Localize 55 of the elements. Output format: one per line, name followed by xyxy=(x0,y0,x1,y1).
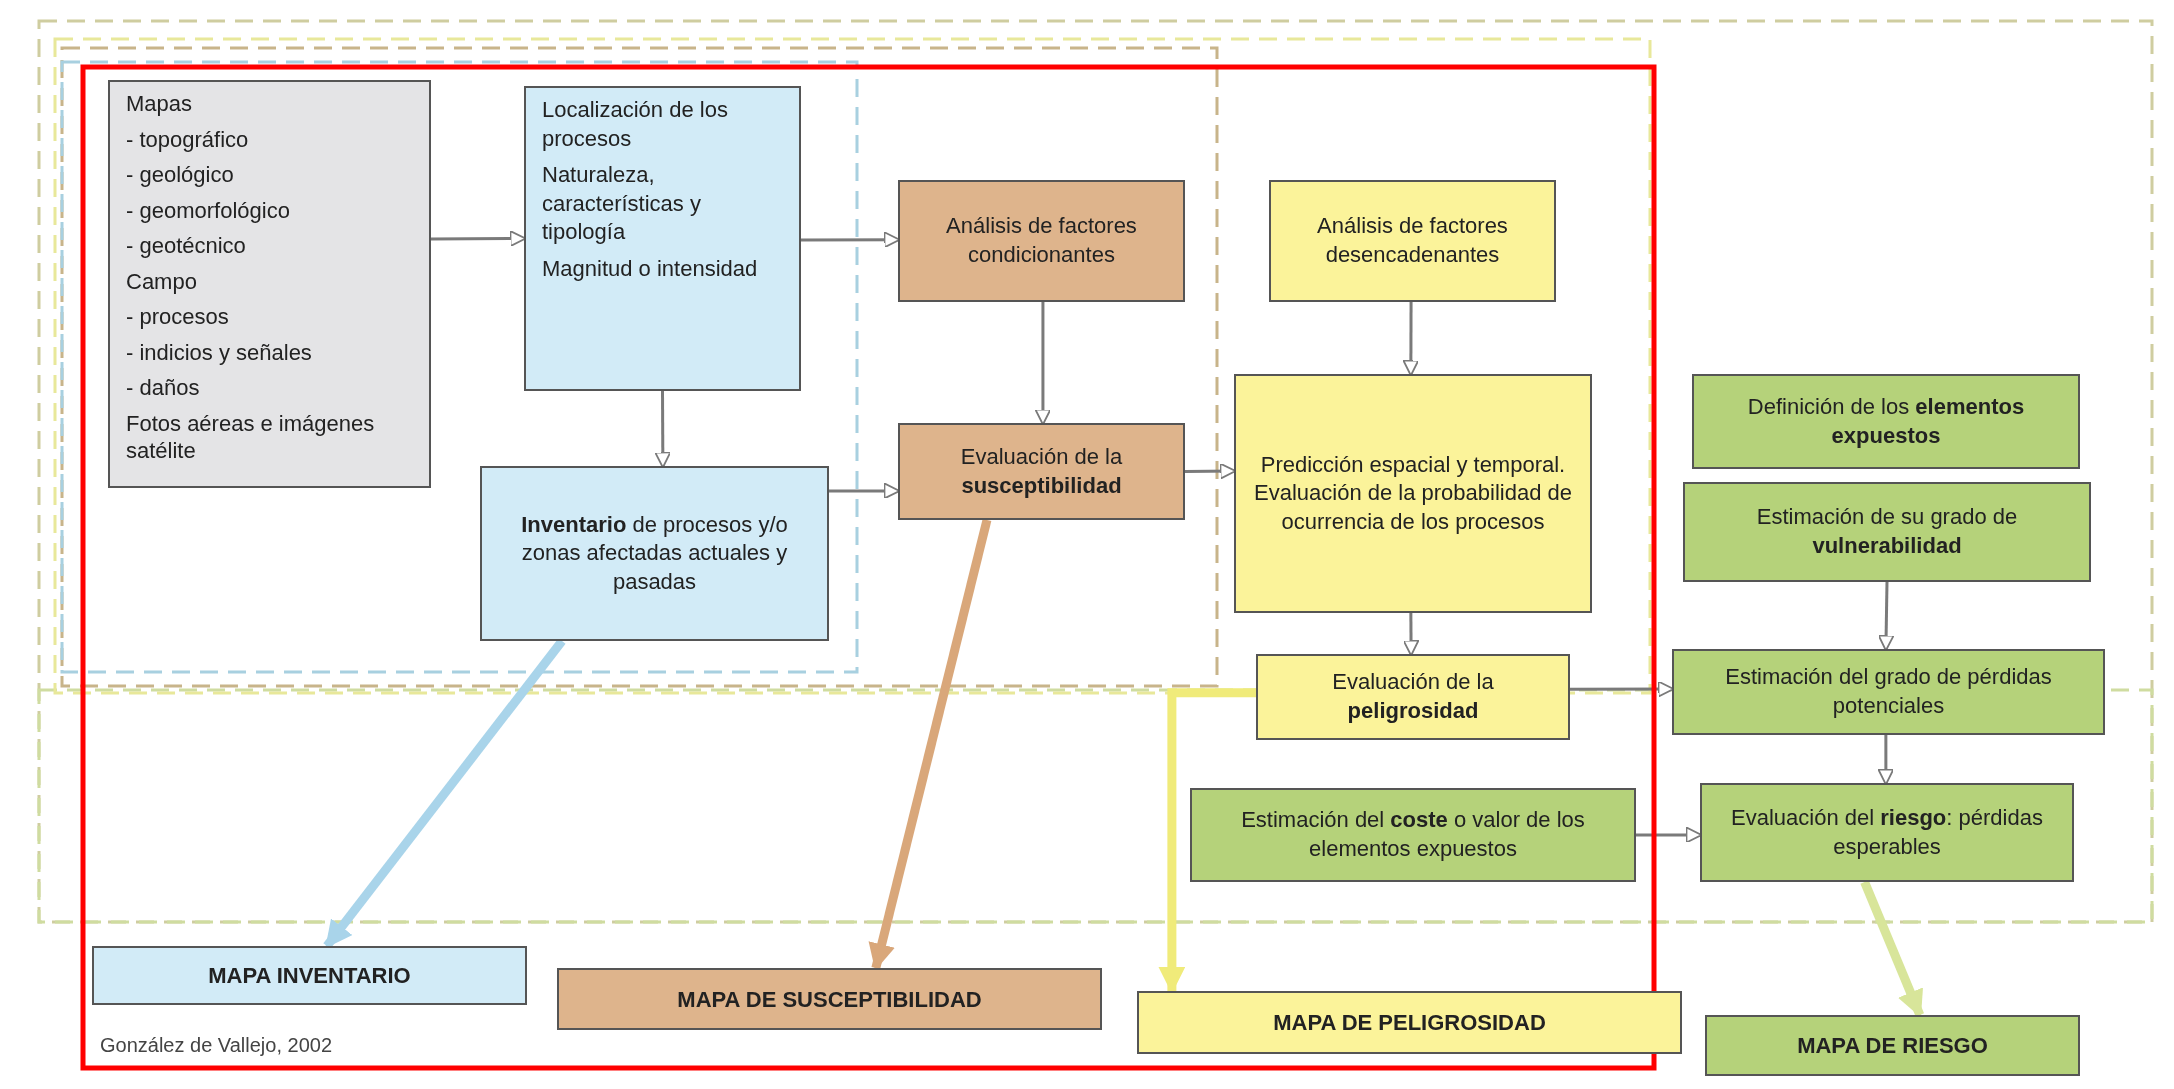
box-text: Análisis de factores desencadenantes xyxy=(1316,212,1509,269)
arrow xyxy=(1402,302,1420,377)
box-text: MAPA DE RIESGO xyxy=(1797,1032,1988,1060)
box-text: MAPA DE SUSCEPTIBILIDAD xyxy=(677,985,982,1014)
box-text: Localización de los procesos xyxy=(542,96,729,153)
box-text: MAPA DE PELIGROSIDAD xyxy=(1273,1009,1546,1037)
process-box xyxy=(898,180,1185,302)
box-text: - procesos xyxy=(126,303,229,331)
map-box xyxy=(1137,991,1682,1054)
box-text: Inventario de procesos y/o zonas afectadas actuales y pasadas xyxy=(520,510,789,596)
arrow xyxy=(1877,581,1895,652)
box-text: Campo xyxy=(126,267,197,295)
arrow xyxy=(1034,302,1052,426)
box-text: - geotécnico xyxy=(126,232,246,260)
process-box xyxy=(898,423,1185,520)
process-box xyxy=(1256,654,1570,740)
process-box xyxy=(1683,482,2091,582)
process-box xyxy=(108,80,431,488)
map-box xyxy=(92,946,527,1005)
source-citation: González de Vallejo, 2002 xyxy=(100,1033,332,1058)
process-box xyxy=(1269,180,1556,302)
arrow xyxy=(1402,613,1420,657)
process-box xyxy=(1700,783,2074,882)
arrow xyxy=(654,391,672,469)
process-box xyxy=(1672,649,2105,735)
box-text: Evaluación del riesgo: pérdidas esperables xyxy=(1730,803,2044,861)
process-box xyxy=(524,86,801,391)
box-text: - daños xyxy=(126,374,200,402)
arrow xyxy=(868,518,992,971)
box-text: MAPA INVENTARIO xyxy=(208,962,411,990)
process-box xyxy=(1692,374,2080,469)
map-box xyxy=(557,968,1102,1030)
box-text: - geomorfológico xyxy=(126,196,290,224)
box-text: Evaluación de la peligrosidad xyxy=(1331,668,1495,725)
box-text: Estimación del coste o valor de los elementos expuestos xyxy=(1240,806,1586,863)
process-box xyxy=(480,466,829,641)
box-text: Definición de los elementos expuestos xyxy=(1746,392,2026,450)
box-text: Fotos aéreas e imágenes satélite xyxy=(126,409,376,465)
box-text: - indicios y señales xyxy=(126,338,312,366)
process-box xyxy=(1190,788,1636,882)
box-text: Análisis de factores condicionantes xyxy=(945,212,1138,269)
process-box xyxy=(1234,374,1592,613)
map-box xyxy=(1705,1015,2080,1076)
box-text: Evaluación de la susceptibilidad xyxy=(959,442,1124,500)
box-text: Naturaleza, características y tipología xyxy=(542,161,702,247)
box-text: - geológico xyxy=(126,161,234,189)
arrow xyxy=(1877,735,1895,786)
box-text: Mapas xyxy=(126,90,193,118)
box-text: Predicción espacial y temporal. Evaluación de la probabilidad de ocurrencia de los procesos xyxy=(1253,450,1573,536)
box-text: - topográfico xyxy=(126,125,249,153)
box-text: Estimación de su grado de vulnerabilidad xyxy=(1755,503,2019,560)
arrow xyxy=(1158,688,1256,994)
arrow xyxy=(1860,880,1925,1018)
box-text: Magnitud o intensidad xyxy=(542,254,758,283)
box-text: Estimación del grado de pérdidas potenciales xyxy=(1724,663,2053,720)
